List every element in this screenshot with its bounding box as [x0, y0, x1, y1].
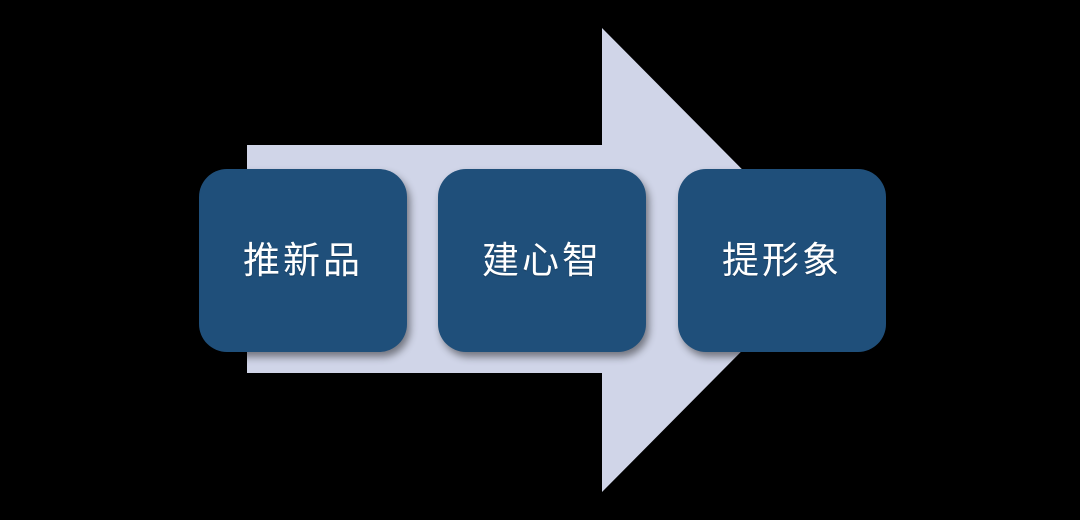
step-label-2: 建心智 [482, 240, 602, 281]
step-label-1: 推新品 [243, 240, 363, 281]
step-label-3: 提形象 [722, 240, 842, 281]
step-box-1: 推新品 [199, 169, 407, 352]
step-box-3: 提形象 [678, 169, 886, 352]
step-box-2: 建心智 [438, 169, 646, 352]
